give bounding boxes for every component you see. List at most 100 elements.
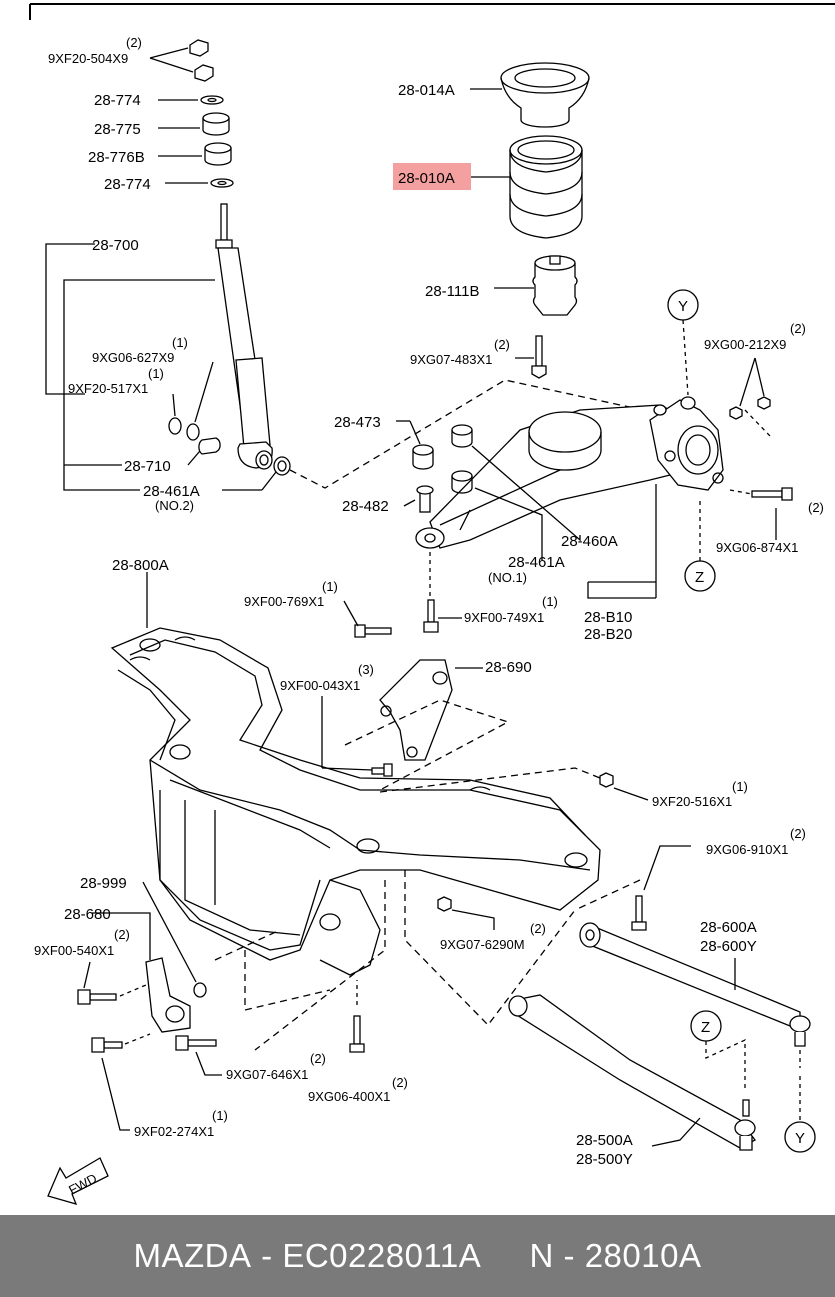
label-9xf00-749x1-qty: (1)	[542, 594, 558, 609]
label-9xf00-749x1: 9XF00-749X1	[464, 610, 544, 625]
label-28-700: 28-700	[92, 237, 139, 254]
label-28-776b: 28-776B	[88, 149, 145, 166]
label-9xf00-043x1-qty: (3)	[358, 662, 374, 677]
label-9xg07-6290m-qty: (2)	[530, 921, 546, 936]
label-28-710: 28-710	[124, 458, 171, 475]
label-9xg06-910x1: 9XG06-910X1	[706, 842, 788, 857]
label-9xf00-540x1: 9XF00-540X1	[34, 943, 114, 958]
label-9xf00-769x1-qty: (1)	[322, 579, 338, 594]
nut-9xf20-516x1	[599, 772, 614, 788]
knuckle	[649, 396, 724, 491]
washer-28-774-a	[200, 95, 224, 105]
bushing-28-775	[202, 112, 230, 136]
washer-9xg06-627x9	[186, 423, 200, 441]
label-9xg06-910x1-qty: (2)	[790, 826, 806, 841]
label-28-010a: 28-010A	[398, 170, 455, 187]
spring-seat-28-014a	[500, 62, 590, 128]
label-28-473: 28-473	[334, 414, 381, 431]
bolt-9xf00-043x1	[371, 763, 393, 777]
bolt-9xg06-910x1	[631, 895, 647, 931]
fwd-arrow-icon	[47, 1157, 109, 1205]
bump-stop-28-111b	[532, 255, 578, 316]
label-28-461a-no1-sub: (NO.1)	[488, 570, 527, 585]
arm-28-600a	[579, 922, 811, 1047]
label-28-500y: 28-500Y	[576, 1151, 633, 1168]
label-callout-y-lower: Y	[795, 1130, 805, 1147]
label-9xf00-769x1: 9XF00-769X1	[244, 594, 324, 609]
label-9xg07-6290m: 9XG07-6290M	[440, 937, 525, 952]
arm-28-500a	[508, 994, 756, 1151]
bracket-28-680	[145, 957, 191, 1033]
nut-9xf20-504x9	[189, 39, 214, 82]
footer-sep-1: -	[251, 1237, 283, 1274]
label-9xf20-504x9-qty: (2)	[126, 35, 142, 50]
label-9xg06-874x1: 9XG06-874X1	[716, 540, 798, 555]
bracket-28-690	[379, 659, 453, 761]
washer-28-999	[193, 982, 207, 998]
label-9xf20-517x1-qty: (1)	[148, 366, 164, 381]
shock-absorber-28-700	[215, 203, 273, 470]
bushing-28-776b	[204, 142, 232, 166]
label-28-461a-no2-sub: (NO.2)	[155, 498, 194, 513]
bushing-28-460a	[451, 424, 473, 494]
label-9xg06-400x1: 9XG06-400X1	[308, 1089, 390, 1104]
label-28-680: 28-680	[64, 906, 111, 923]
label-9xg06-400x1-qty: (2)	[392, 1075, 408, 1090]
label-28-461a-no1: 28-461A	[508, 554, 565, 571]
label-9xf00-540x1-qty: (2)	[114, 927, 130, 942]
footer-gap	[481, 1237, 529, 1275]
highlight-28-010a	[393, 163, 471, 190]
label-9xg06-874x1-qty: (2)	[808, 500, 824, 515]
bolt-9xg06-874x1	[751, 487, 793, 501]
bolt-9xg07-646x1	[175, 1035, 217, 1051]
label-28-461a-no2: 28-461A	[143, 483, 200, 500]
label-callout-z-upper: Z	[695, 569, 704, 586]
label-28-690: 28-690	[485, 659, 532, 676]
bolt-9xg07-483x1	[531, 335, 547, 379]
label-9xg06-627x9-qty: (1)	[172, 335, 188, 350]
label-9xg06-627x9: 9XG06-627X9	[92, 350, 174, 365]
label-28-999: 28-999	[80, 875, 127, 892]
label-9xf02-274x1-qty: (1)	[212, 1108, 228, 1123]
label-9xg00-212x9-qty: (2)	[790, 321, 806, 336]
footer-bar: MAZDA - EC0228011A N - 28010A	[0, 1215, 835, 1297]
label-9xg07-483x1-qty: (2)	[494, 337, 510, 352]
label-9xf00-043x1: 9XF00-043X1	[280, 678, 360, 693]
bolt-9xf00-540x1	[77, 989, 117, 1005]
label-callout-z-lower: Z	[701, 1019, 710, 1036]
label-28-014a: 28-014A	[398, 82, 455, 99]
label-28-774-a: 28-774	[94, 92, 141, 109]
label-28-111b: 28-111B	[425, 283, 480, 300]
footer-brand: MAZDA	[133, 1237, 252, 1274]
label-9xf20-504x9: 9XF20-504X9	[48, 51, 128, 66]
nut-9xf20-517x1	[168, 417, 182, 435]
footer-part-number: EC0228011A	[282, 1237, 482, 1274]
lower-arm-28-b10	[415, 404, 691, 549]
label-28-774-b: 28-774	[104, 176, 151, 193]
label-28-460a: 28-460A	[561, 533, 618, 550]
label-28-800a: 28-800A	[112, 557, 169, 574]
label-9xf20-516x1-qty: (1)	[732, 779, 748, 794]
bushing-28-473	[412, 444, 434, 470]
label-28-482: 28-482	[342, 498, 389, 515]
label-28-b20: 28-B20	[584, 626, 632, 643]
label-28-500a: 28-500A	[576, 1132, 633, 1149]
label-9xg07-646x1: 9XG07-646X1	[226, 1067, 308, 1082]
label-28-600a: 28-600A	[700, 919, 757, 936]
bolt-9xg06-400x1	[349, 1015, 365, 1053]
coil-spring-28-010a	[509, 135, 583, 239]
exploded-parts-diagram: (2) 9XF20-504X9 28-774 28-775 28-776B 28…	[29, 3, 835, 1205]
bolt-9xf02-274x1	[91, 1037, 123, 1053]
label-28-b10: 28-B10	[584, 609, 632, 626]
bolt-9xf00-749x1	[423, 599, 439, 633]
nut-9xg07-6290m	[437, 896, 452, 912]
label-callout-y-upper: Y	[678, 298, 688, 315]
footer-ref-number: N - 28010A	[529, 1237, 702, 1274]
label-9xg07-646x1-qty: (2)	[310, 1051, 326, 1066]
label-9xf20-517x1: 9XF20-517X1	[68, 381, 148, 396]
bolt-28-482	[416, 485, 434, 513]
label-9xg07-483x1: 9XG07-483X1	[410, 352, 492, 367]
label-9xg00-212x9: 9XG00-212X9	[704, 337, 786, 352]
label-28-775: 28-775	[94, 121, 141, 138]
label-9xf02-274x1: 9XF02-274X1	[134, 1124, 214, 1139]
